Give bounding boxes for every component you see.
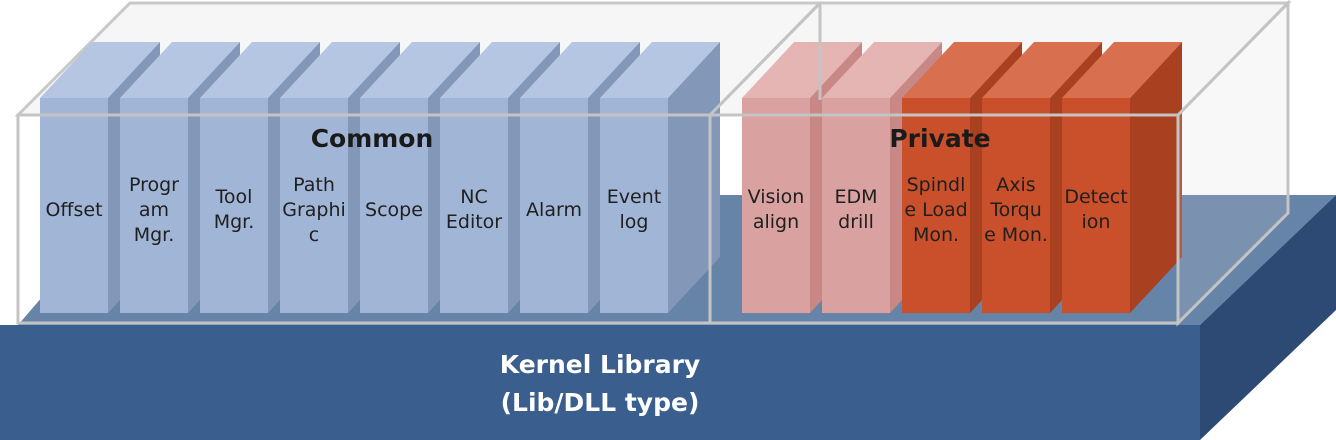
common-module-1-label: Offset	[45, 198, 103, 221]
kernel-base-side	[1200, 195, 1336, 440]
common-module-5-label: Scope	[365, 198, 423, 221]
private-module-5-top-face	[1062, 42, 1182, 98]
common-module-8-label: Event log	[606, 186, 662, 233]
modules-layer	[40, 42, 1182, 313]
private-module-2-top-face	[822, 42, 942, 98]
private-module-3-top-face	[902, 42, 1022, 98]
common-module-6-front-face	[440, 98, 508, 313]
kernel-label-line2: (Lib/DLL type)	[500, 388, 700, 417]
container-front	[16, 0, 1290, 327]
common-module-3-label: Tool Mgr.	[213, 186, 255, 233]
private-module-5-side-face	[1130, 42, 1182, 313]
common-module-8-side-face	[668, 42, 720, 313]
kernel-label-line1: Kernel Library	[499, 350, 701, 379]
common-module-2-top-face	[120, 42, 240, 98]
private-module-1-label: Vision align	[747, 186, 805, 233]
private-module-3-label: Spindl e Load Mon.	[904, 173, 968, 246]
private-module-4-front-face	[982, 98, 1050, 313]
common-group-label: Common	[310, 124, 434, 153]
common-module-4-label: Path Graphi c	[282, 173, 346, 246]
common-module-4-top-face	[280, 42, 400, 98]
kernel-library-label: Kernel Library (Lib/DLL type)	[0, 346, 1200, 422]
private-group-label: Private	[889, 124, 991, 153]
common-module-7-top-face	[520, 42, 640, 98]
common-module-2-label: Progr am Mgr.	[128, 173, 179, 246]
common-module-6-label: NC Editor	[445, 186, 503, 233]
private-module-4-top-face	[982, 42, 1102, 98]
common-module-8-top-face	[600, 42, 720, 98]
private-module-3-front-face	[902, 98, 970, 313]
common-module-7-front-face	[520, 98, 588, 313]
common-module-4-front-face	[280, 98, 348, 313]
private-module-5-front-face	[1062, 98, 1130, 313]
private-module-4-label: Axis Torqu e Mon.	[984, 173, 1048, 246]
private-module-2-label: EDM drill	[834, 186, 878, 233]
private-module-1-top-face	[742, 42, 862, 98]
common-module-1-front-face	[40, 98, 108, 313]
container-side-face	[1176, 0, 1290, 327]
common-module-8-block	[600, 42, 720, 313]
container-divider-top	[708, 1, 822, 117]
common-module-7-label: Alarm	[526, 198, 582, 221]
common-module-3-top-face	[200, 42, 320, 98]
common-module-5-top-face	[360, 42, 480, 98]
private-module-5-block	[1062, 42, 1182, 313]
common-module-1-top-face	[40, 42, 160, 98]
common-module-6-top-face	[440, 42, 560, 98]
common-module-2-front-face	[120, 98, 188, 313]
private-module-1-front-face	[742, 98, 810, 313]
private-module-5-label: Detect ion	[1064, 186, 1128, 233]
private-module-2-front-face	[822, 98, 890, 313]
common-module-8-front-face	[600, 98, 668, 313]
kernel-base-front	[0, 325, 1200, 440]
common-module-3-front-face	[200, 98, 268, 313]
common-module-5-front-face	[360, 98, 428, 313]
